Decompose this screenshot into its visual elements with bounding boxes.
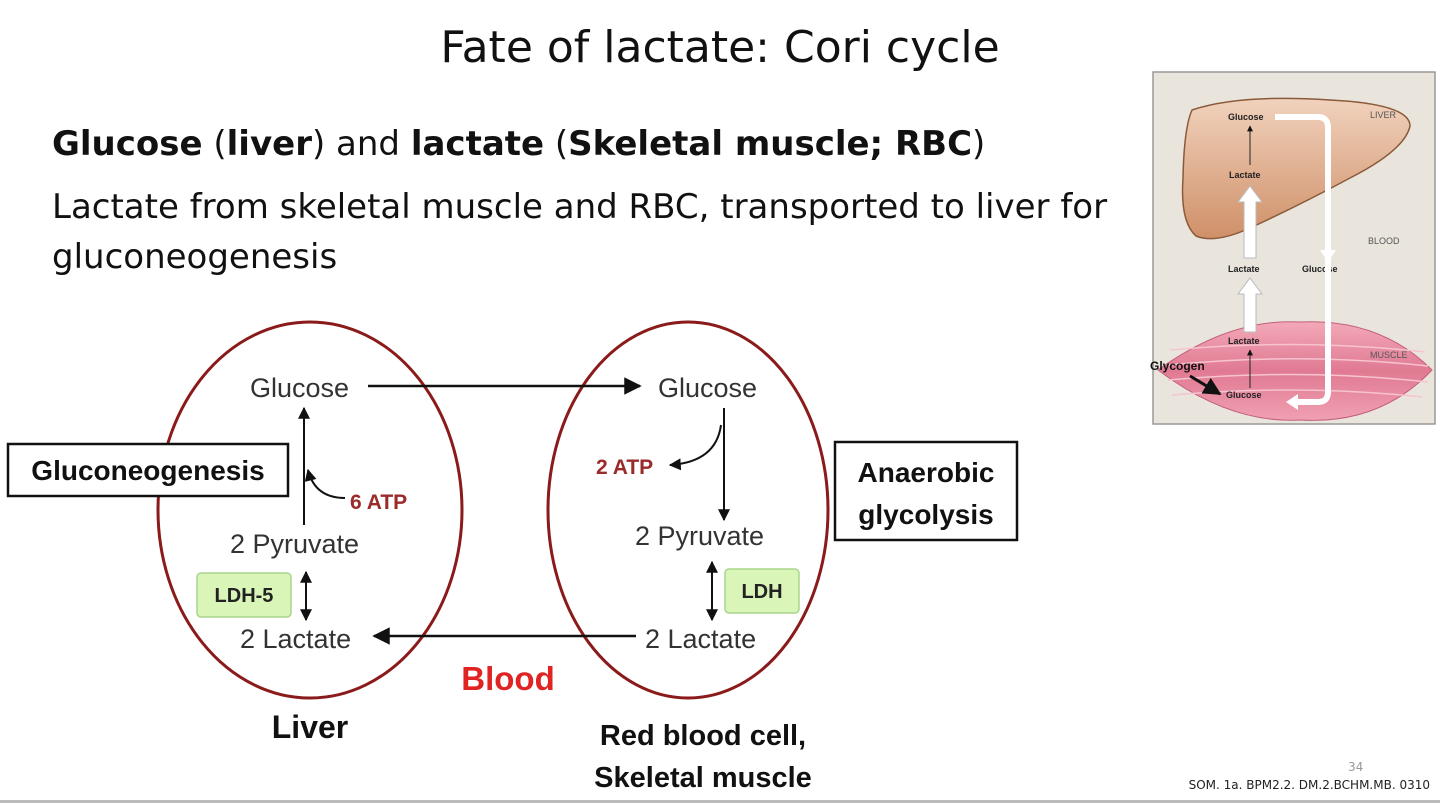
gluconeogenesis-box bbox=[6, 442, 290, 498]
muscle-glucose: Glucose bbox=[658, 373, 757, 403]
liver-cell-outline bbox=[156, 320, 464, 700]
liver-pyruvate: 2 Pyruvate bbox=[230, 529, 359, 559]
inset-glucose-return-arrowhead bbox=[1286, 394, 1298, 410]
muscle-atp-label: 2 ATP bbox=[596, 456, 653, 479]
subtitle-lactate: lactate bbox=[410, 124, 545, 164]
muscle-enzyme-box bbox=[724, 568, 800, 614]
blood-label: Blood bbox=[461, 660, 554, 697]
muscle-caption-line2: Skeletal muscle bbox=[594, 762, 812, 794]
inset-muscle-lactate: Lactate bbox=[1228, 336, 1260, 346]
footer-course-code: SOM. 1a. BPM2.2. DM.2.BCHM.MB. 0310 bbox=[1188, 778, 1430, 792]
gluconeogenesis-label: Gluconeogenesis bbox=[31, 455, 264, 486]
liver-enzyme-label: LDH-5 bbox=[215, 585, 274, 607]
slide-body-text: Lactate from skeletal muscle and RBC, tr… bbox=[52, 187, 1108, 277]
anaerobic-glycolysis-box bbox=[833, 440, 1019, 542]
inset-glucose-blood-arrowhead bbox=[1320, 250, 1336, 262]
anaerobic-label-line1: Anaerobic bbox=[858, 457, 995, 488]
liver-atp-label: 6 ATP bbox=[350, 491, 407, 514]
page-number: 34 bbox=[1348, 760, 1364, 774]
slide-title: Fate of lactate: Cori cycle bbox=[440, 22, 1000, 73]
cori-cycle-inset-figure: LIVER BLOOD MUSCLE Glucose Lactate Lacta… bbox=[1150, 71, 1436, 425]
subtitle-glucose: Glucose bbox=[52, 124, 203, 164]
inset-liver-lactate: Lactate bbox=[1229, 170, 1261, 180]
muscle-cell-outline bbox=[546, 320, 830, 700]
liver-glucose: Glucose bbox=[250, 373, 349, 403]
liver-atp-curve-arrow bbox=[304, 468, 346, 499]
inset-blood-label: BLOOD bbox=[1368, 236, 1400, 246]
inset-glycogen-label: Glycogen bbox=[1150, 359, 1205, 373]
inset-liver-glucose: Glucose bbox=[1228, 112, 1264, 122]
inset-glycogen-arrow bbox=[1189, 374, 1222, 396]
liver-lactate: 2 Lactate bbox=[240, 624, 351, 654]
inset-muscle-fibers bbox=[1167, 343, 1429, 398]
subtitle-liver: liver bbox=[226, 124, 312, 164]
inset-blood-glucose: Glucose bbox=[1302, 264, 1338, 274]
bottom-divider bbox=[0, 800, 1440, 803]
muscle-pyruvate: 2 Pyruvate bbox=[635, 521, 764, 551]
inset-blood-lactate: Lactate bbox=[1228, 264, 1260, 274]
subtitle-and: and bbox=[336, 124, 401, 164]
muscle-caption-line1: Red blood cell, bbox=[600, 720, 806, 752]
subtitle-sources: Skeletal muscle; RBC bbox=[568, 124, 973, 164]
inset-lactate-up-arrow-upper bbox=[1237, 185, 1263, 259]
inset-liver-label: LIVER bbox=[1370, 110, 1397, 120]
anaerobic-label-line2: glycolysis bbox=[858, 499, 993, 530]
inset-muscle-label: MUSCLE bbox=[1370, 350, 1408, 360]
muscle-atp-curve-arrow bbox=[668, 424, 722, 471]
muscle-lactate: 2 Lactate bbox=[645, 624, 756, 654]
muscle-enzyme-label: LDH bbox=[741, 581, 782, 603]
inset-lactate-up-arrow-lower bbox=[1237, 277, 1263, 333]
liver-enzyme-box bbox=[196, 572, 292, 618]
liver-caption: Liver bbox=[272, 709, 348, 745]
inset-liver-shape bbox=[1181, 97, 1411, 240]
slide-subtitle: Glucose (liver) and lactate (Skeletal mu… bbox=[52, 124, 986, 164]
inset-muscle-glucose: Glucose bbox=[1226, 390, 1262, 400]
